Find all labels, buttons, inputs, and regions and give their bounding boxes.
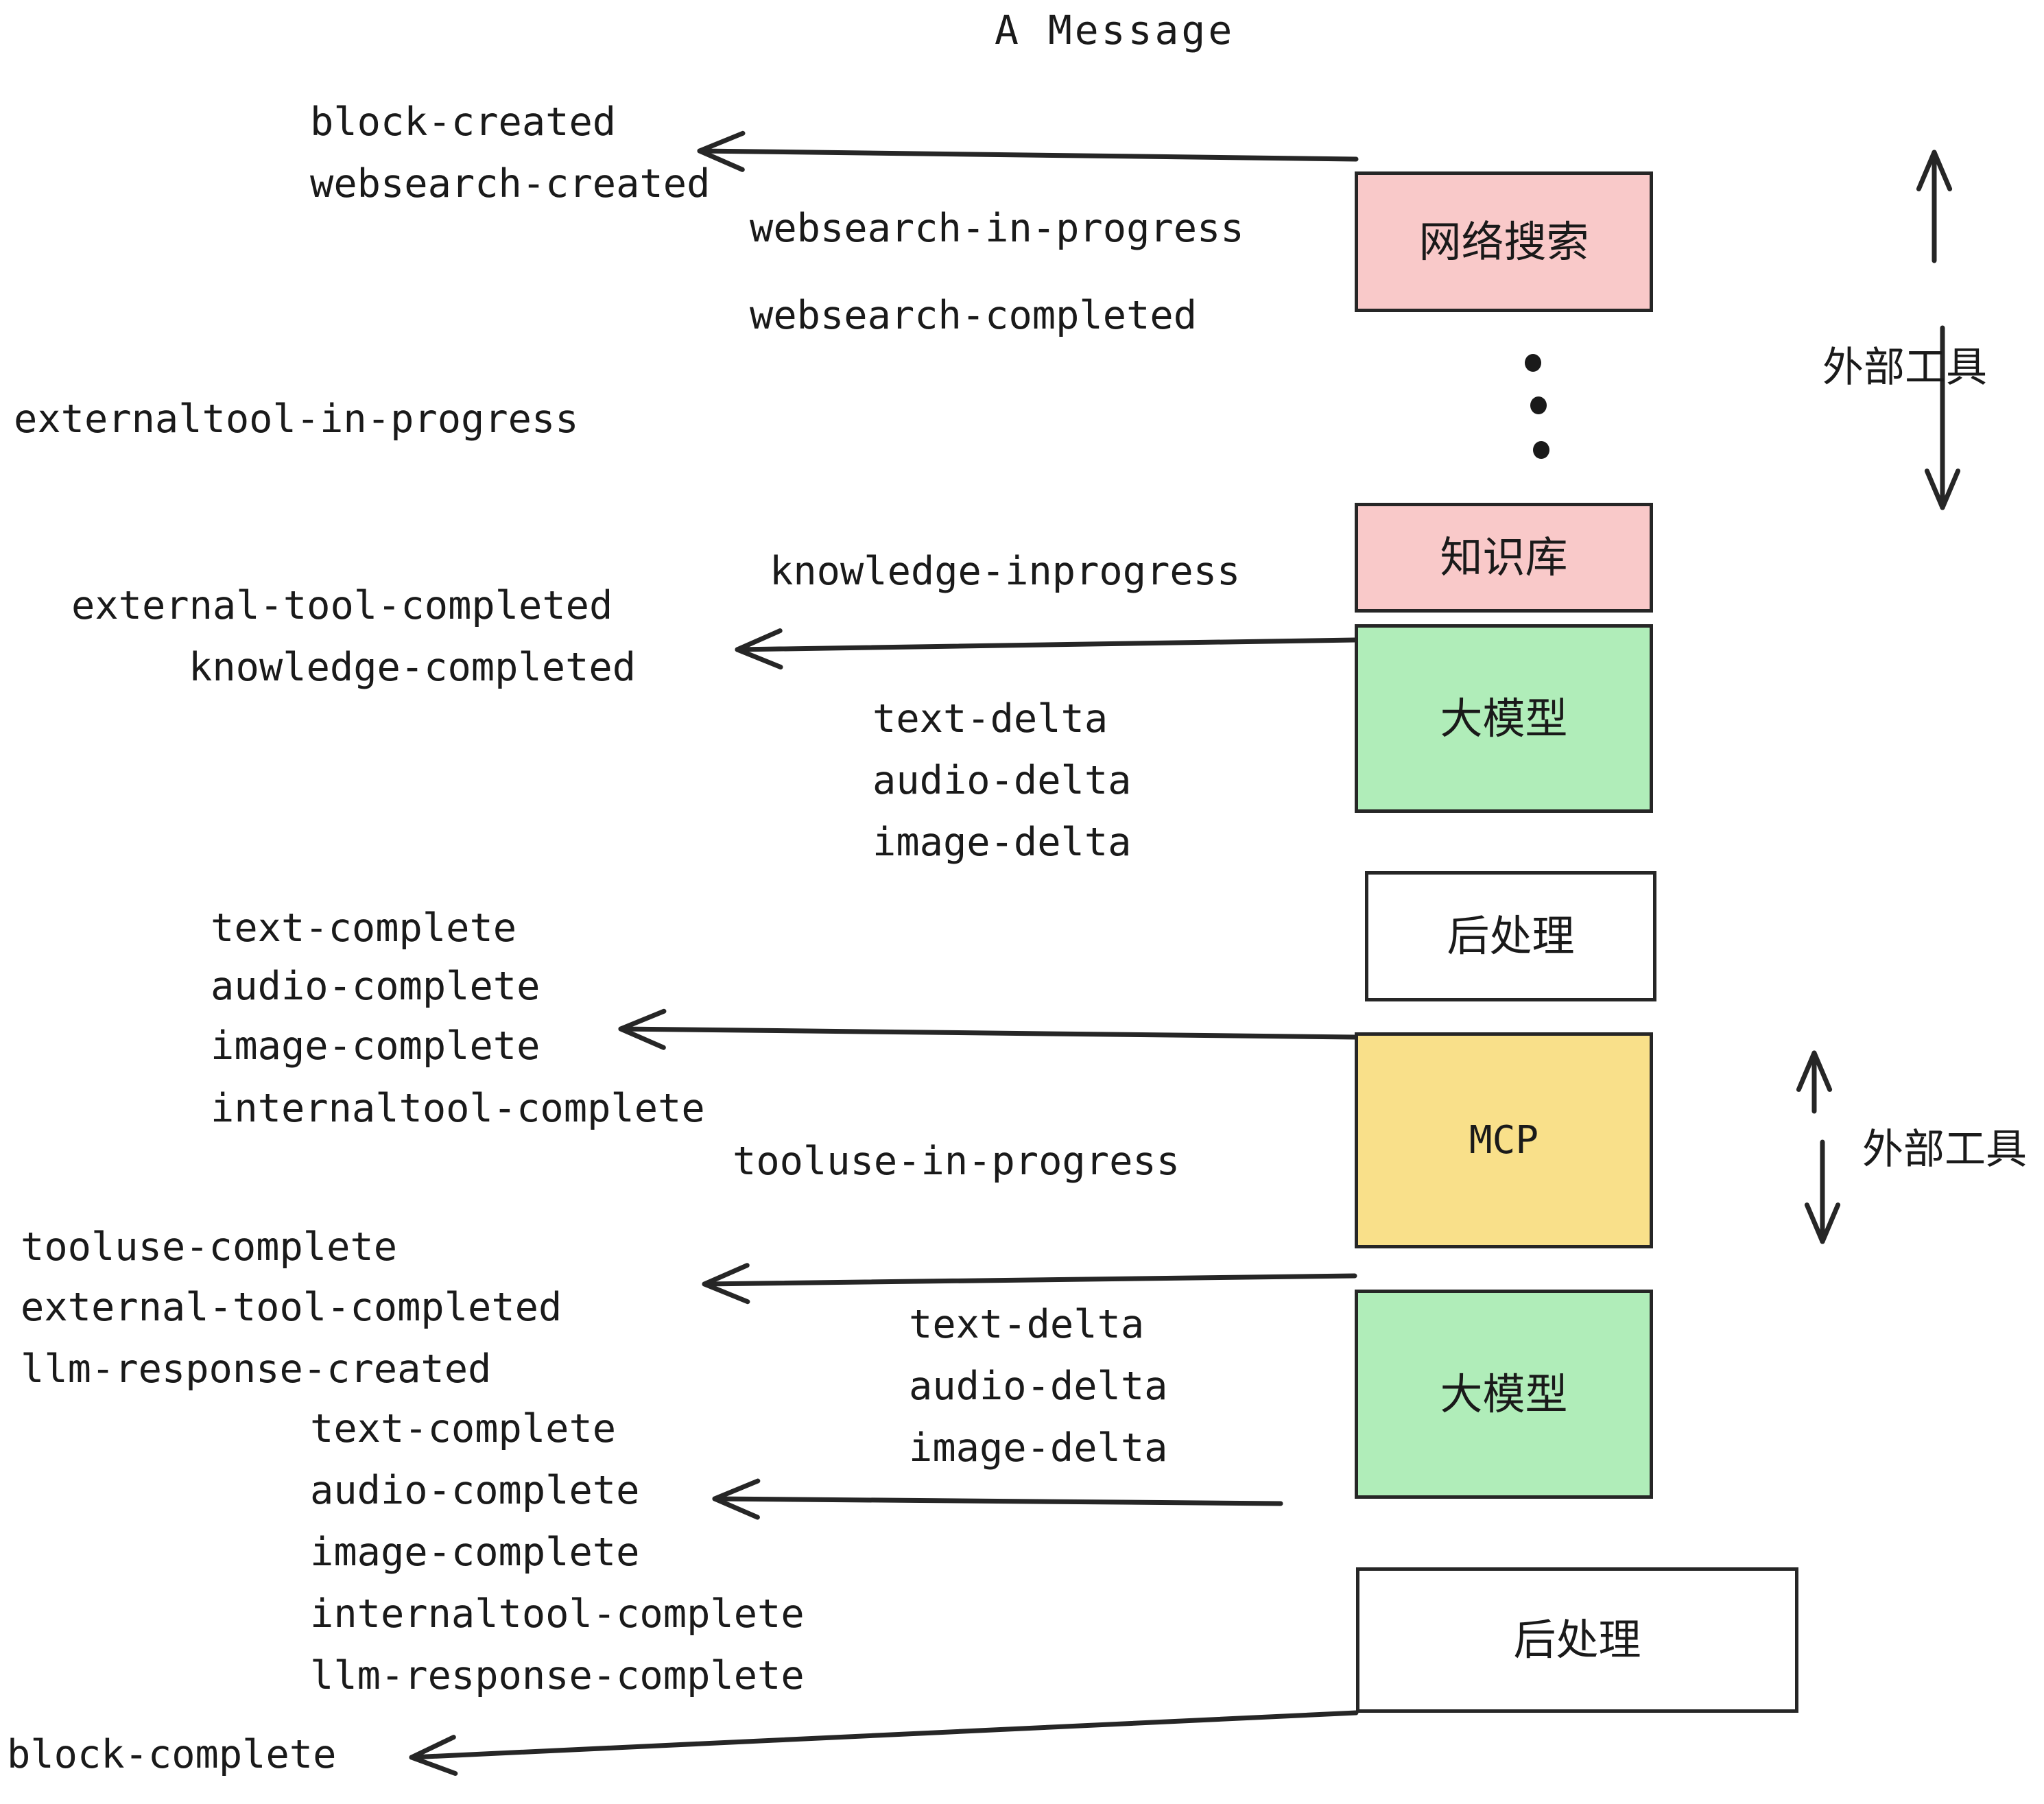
arrow-image-complete-return xyxy=(618,1008,1357,1050)
ellipsis-dot-icon xyxy=(1525,354,1541,372)
node-postprocess-2: 后处理 xyxy=(1356,1567,1798,1713)
event-label: llm-response-complete xyxy=(310,1653,805,1698)
node-postprocess-1: 后处理 xyxy=(1365,871,1656,1001)
node-label: 知识库 xyxy=(1440,532,1568,582)
event-label: text-complete xyxy=(310,1406,617,1451)
event-label: block-complete xyxy=(7,1732,337,1777)
event-label: external-tool-completed xyxy=(21,1285,562,1330)
node-websearch: 网络搜索 xyxy=(1355,171,1653,312)
event-label: audio-delta xyxy=(909,1364,1168,1409)
event-label: llm-response-created xyxy=(21,1346,492,1392)
ellipsis-dot-icon xyxy=(1530,396,1547,414)
node-llm-1: 大模型 xyxy=(1355,624,1653,813)
event-label: image-complete xyxy=(211,1023,540,1069)
event-label: internaltool-complete xyxy=(310,1591,805,1637)
event-label: tooluse-in-progress xyxy=(733,1139,1180,1184)
event-label: websearch-created xyxy=(310,161,711,206)
external-tool-label: 外部工具 xyxy=(1862,1126,2027,1174)
node-llm-2: 大模型 xyxy=(1355,1290,1653,1499)
event-label: websearch-in-progress xyxy=(750,206,1244,251)
event-label: text-delta xyxy=(909,1302,1145,1347)
event-label: knowledge-completed xyxy=(189,645,637,690)
node-knowledge: 知识库 xyxy=(1355,503,1653,613)
arrow-external-tool-up-2 xyxy=(1796,1050,1833,1114)
event-label: image-delta xyxy=(909,1425,1168,1471)
arrow-external-tool-down-1 xyxy=(1924,325,1961,510)
event-label: internaltool-complete xyxy=(211,1086,705,1131)
event-label: block-created xyxy=(310,99,617,145)
ellipsis-dot-icon xyxy=(1533,441,1549,459)
node-label: 后处理 xyxy=(1513,1615,1641,1665)
arrow-external-tool-down-2 xyxy=(1804,1139,1841,1244)
node-label: 大模型 xyxy=(1440,693,1568,744)
event-label: image-delta xyxy=(872,820,1132,865)
event-label: text-delta xyxy=(872,696,1108,741)
event-label: knowledge-inprogress xyxy=(770,549,1241,594)
node-label: 网络搜索 xyxy=(1418,216,1589,267)
arrow-tooluse-return xyxy=(702,1263,1357,1305)
node-label: 大模型 xyxy=(1440,1368,1568,1419)
arrow-knowledge-return xyxy=(735,628,1357,670)
node-label: MCP xyxy=(1469,1117,1539,1163)
page-title: A Message xyxy=(995,7,1235,54)
event-label: text-complete xyxy=(211,905,517,951)
external-tool-label: 外部工具 xyxy=(1822,344,1987,392)
arrow-external-tool-up-1 xyxy=(1916,150,1953,263)
event-label: tooluse-complete xyxy=(21,1224,398,1270)
event-label: audio-delta xyxy=(872,758,1132,803)
event-label: websearch-completed xyxy=(750,293,1198,338)
event-label: audio-complete xyxy=(211,964,540,1009)
arrow-audio-complete-return xyxy=(712,1478,1283,1520)
event-label: externaltool-in-progress xyxy=(14,396,579,442)
event-label: image-complete xyxy=(310,1530,640,1575)
event-label: audio-complete xyxy=(310,1468,640,1513)
node-mcp: MCP xyxy=(1355,1032,1653,1248)
arrow-block-complete-return xyxy=(409,1710,1359,1776)
node-label: 后处理 xyxy=(1447,911,1575,961)
event-label: external-tool-completed xyxy=(71,583,613,628)
arrow-block-created-return xyxy=(697,130,1359,172)
